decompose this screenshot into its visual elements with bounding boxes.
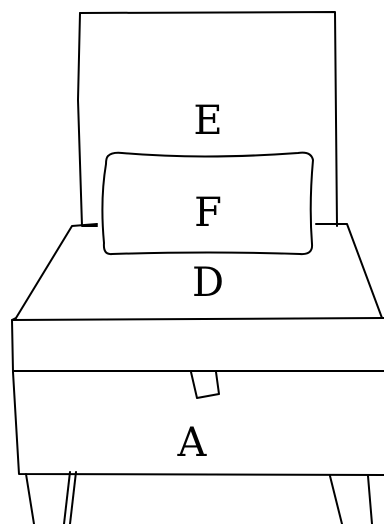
leg-front-left-edge — [70, 472, 76, 524]
leg-front-left-inner — [64, 472, 70, 524]
leg-front-right-edge — [368, 476, 372, 524]
label-base: A — [177, 420, 208, 466]
legs — [26, 472, 372, 524]
label-seat-cushion: D — [192, 260, 224, 306]
leg-front-right — [330, 476, 342, 524]
label-backrest: E — [193, 98, 222, 144]
label-pillow: F — [194, 190, 222, 236]
pull-tab — [191, 372, 219, 398]
leg-front-left — [26, 474, 34, 524]
